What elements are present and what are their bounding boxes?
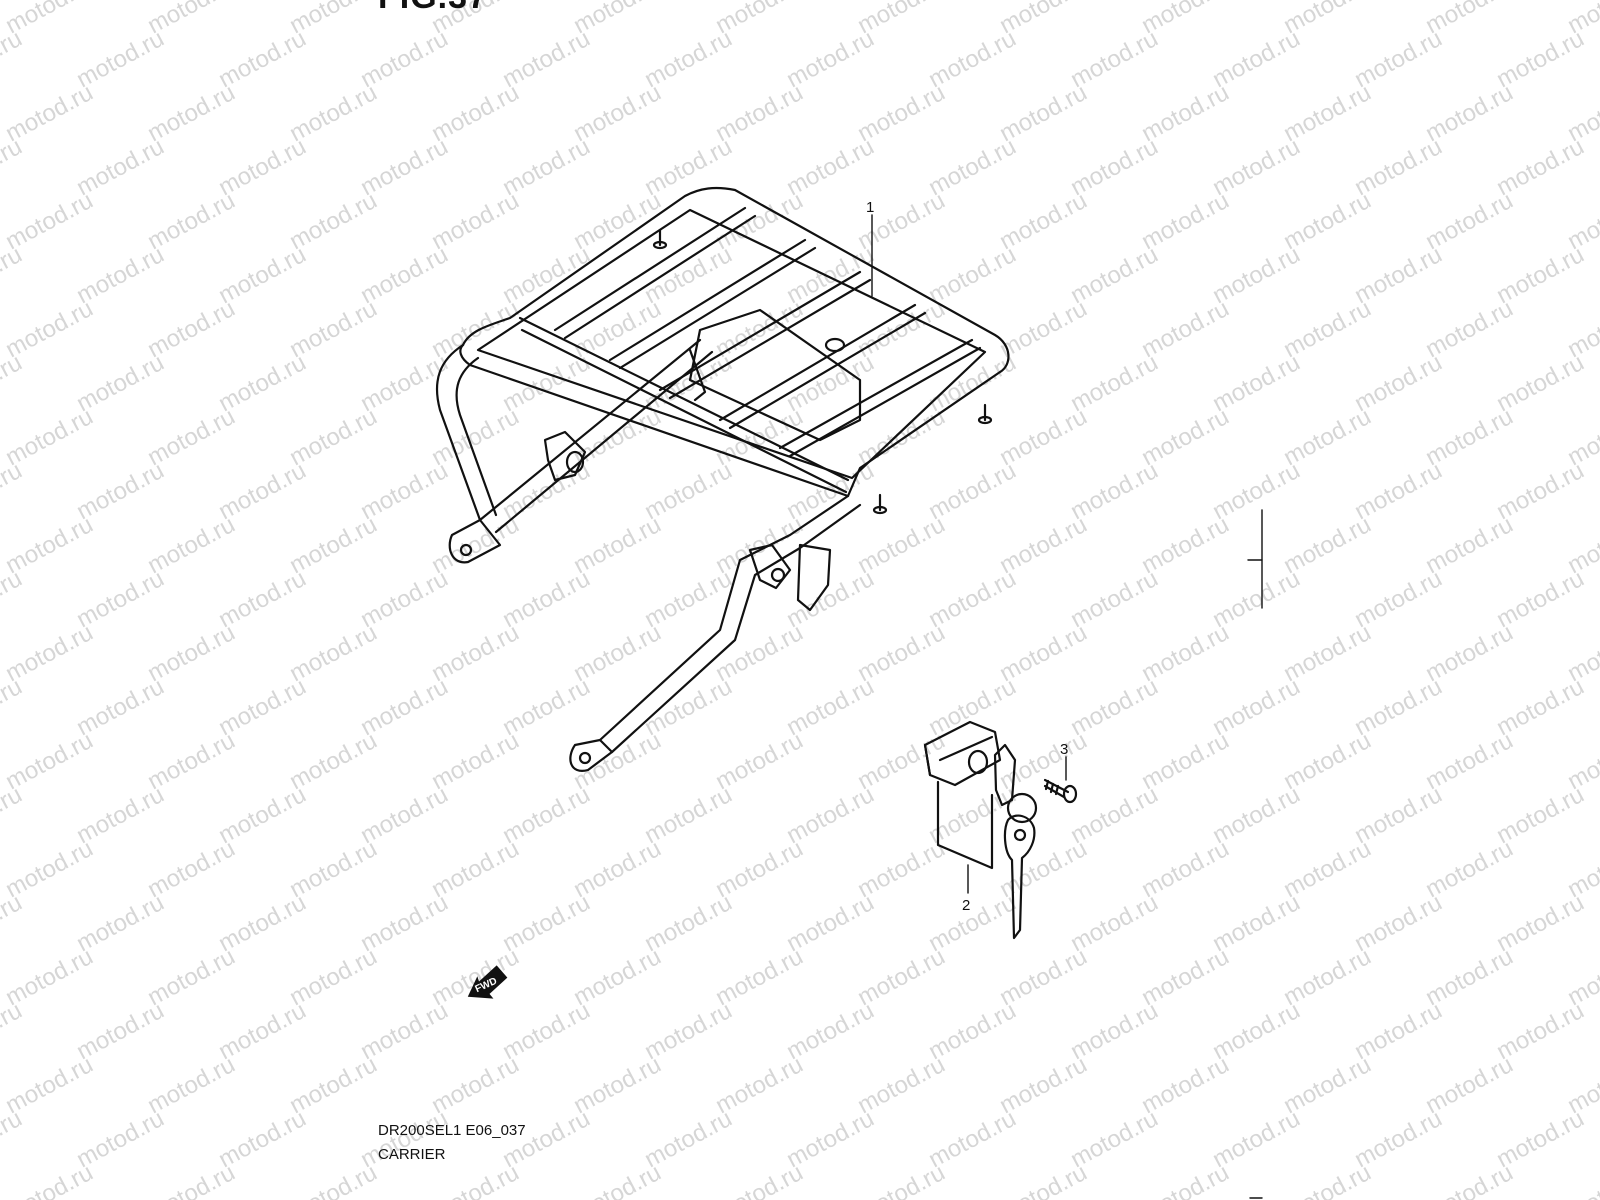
carrier-rack[interactable] xyxy=(435,186,1010,772)
callout-2: 2 xyxy=(962,897,970,914)
section-name: CARRIER xyxy=(378,1146,446,1163)
model-code: DR200SEL1 E06_037 xyxy=(378,1122,526,1139)
screw[interactable] xyxy=(1043,778,1078,804)
forward-arrow-icon: FWD xyxy=(467,965,508,999)
figure-title: FIG.37 xyxy=(378,0,488,17)
lock-and-key-set[interactable] xyxy=(923,720,1038,940)
callout-3: 3 xyxy=(1060,741,1068,758)
callout-1: 1 xyxy=(866,199,874,216)
